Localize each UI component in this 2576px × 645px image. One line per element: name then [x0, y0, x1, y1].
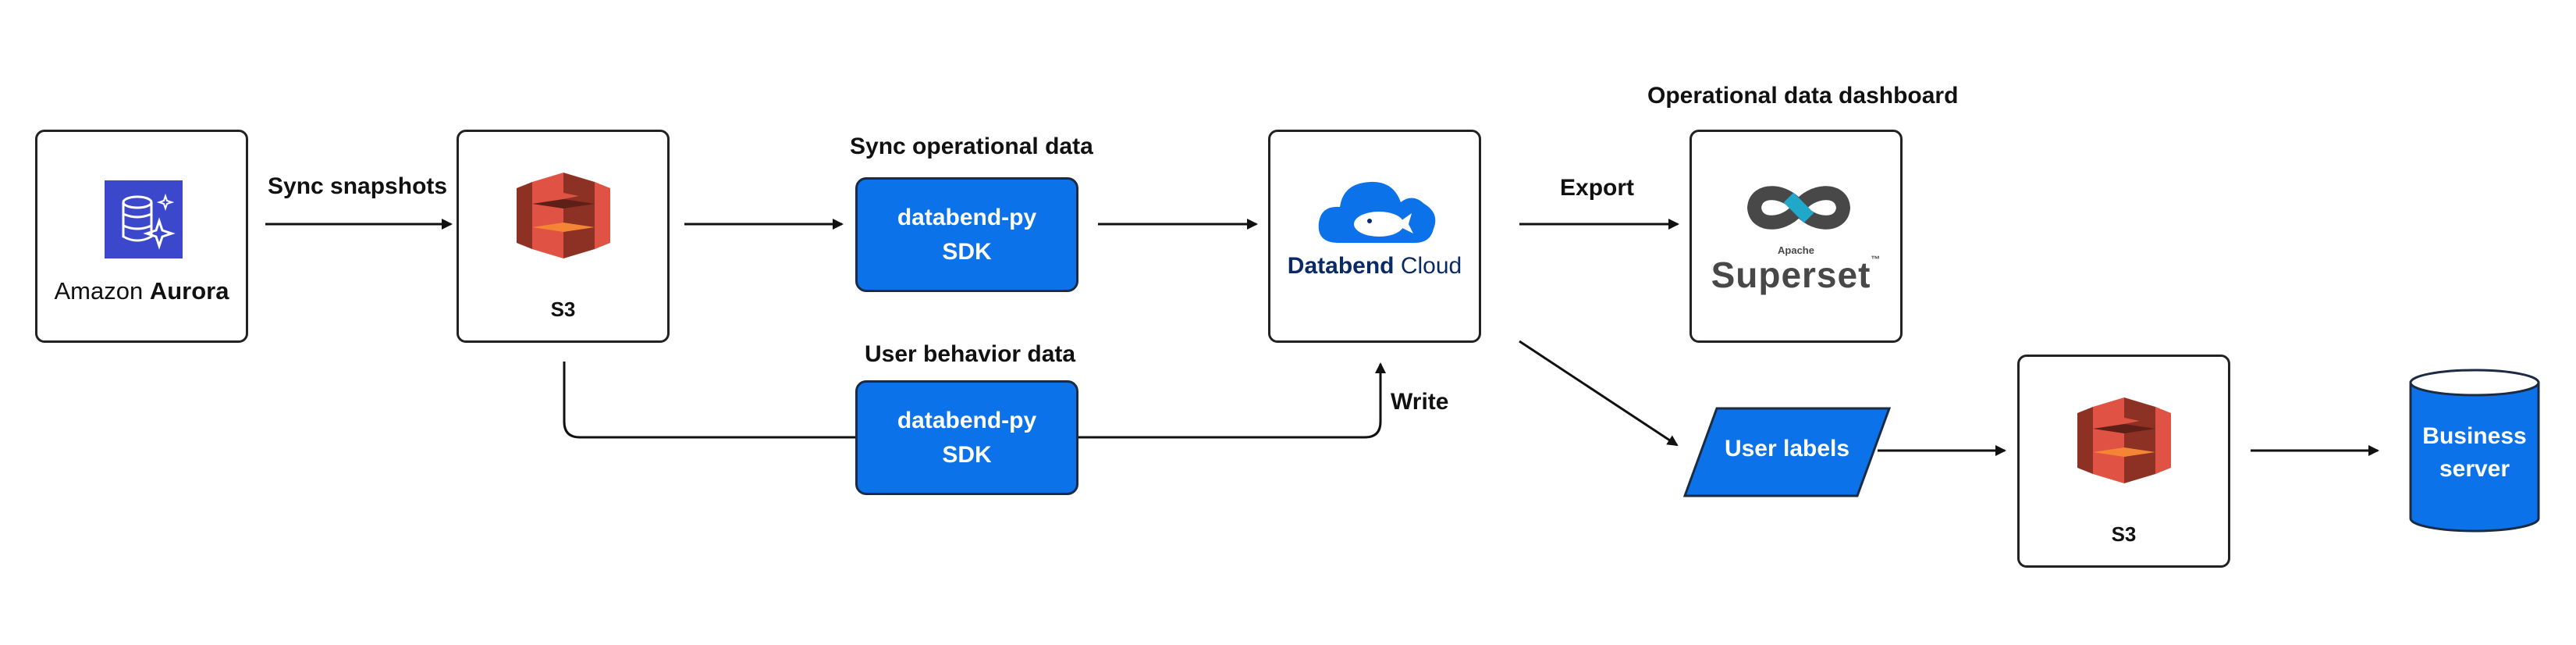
user-labels-text: User labels	[1724, 436, 1850, 461]
s3-bottom-node: S3	[2017, 355, 2230, 568]
label-operational-data-dashboard: Operational data dashboard	[1647, 83, 1959, 109]
superset-infinity-icon	[1746, 186, 1851, 230]
business-server-line2: server	[2439, 456, 2510, 482]
user-labels-shape	[1682, 407, 1892, 497]
s3-bottom-caption: S3	[2111, 522, 2137, 546]
s3-top-node: S3	[457, 130, 670, 343]
superset-apache-small: Apache	[1778, 244, 1814, 256]
label-sync-operational-data: Sync operational data	[850, 134, 1093, 159]
sdk-top-line2: SDK	[942, 238, 992, 265]
business-server-line1: Business	[2422, 423, 2527, 449]
s3-bucket-icon	[2077, 397, 2171, 483]
databend-cloud-icon	[1318, 181, 1436, 243]
databend-cloud-node: Databend Cloud	[1268, 130, 1481, 343]
amazon-aurora-node: Amazon Aurora	[35, 130, 248, 343]
label-sync-snapshots: Sync snapshots	[268, 173, 448, 199]
databend-cloud-suffix: Cloud	[1394, 253, 1462, 279]
label-user-behavior-data: User behavior data	[865, 341, 1076, 367]
s3-bucket-icon	[517, 173, 610, 258]
arrow-databend-to-user-labels	[1519, 340, 1679, 447]
aurora-icon	[105, 180, 183, 258]
sdk-top-line1: databend-py	[897, 204, 1037, 230]
superset-node: Apache Superset™	[1690, 130, 1903, 343]
databend-py-sdk-bottom: databend-py SDK	[855, 380, 1078, 495]
aurora-label-bold: Aurora	[149, 277, 229, 305]
sdk-bottom-line1: databend-py	[897, 407, 1037, 433]
databend-brand: Databend	[1287, 253, 1395, 279]
superset-tm: ™	[1871, 254, 1881, 265]
s3-top-caption: S3	[550, 298, 576, 321]
label-write: Write	[1391, 389, 1449, 415]
business-server-cylinder	[2409, 369, 2540, 533]
aurora-label-light: Amazon	[54, 277, 150, 305]
superset-name: Superset	[1711, 255, 1871, 295]
databend-py-sdk-top: databend-py SDK	[855, 177, 1078, 292]
sdk-bottom-line2: SDK	[942, 441, 992, 468]
label-export: Export	[1560, 175, 1635, 201]
